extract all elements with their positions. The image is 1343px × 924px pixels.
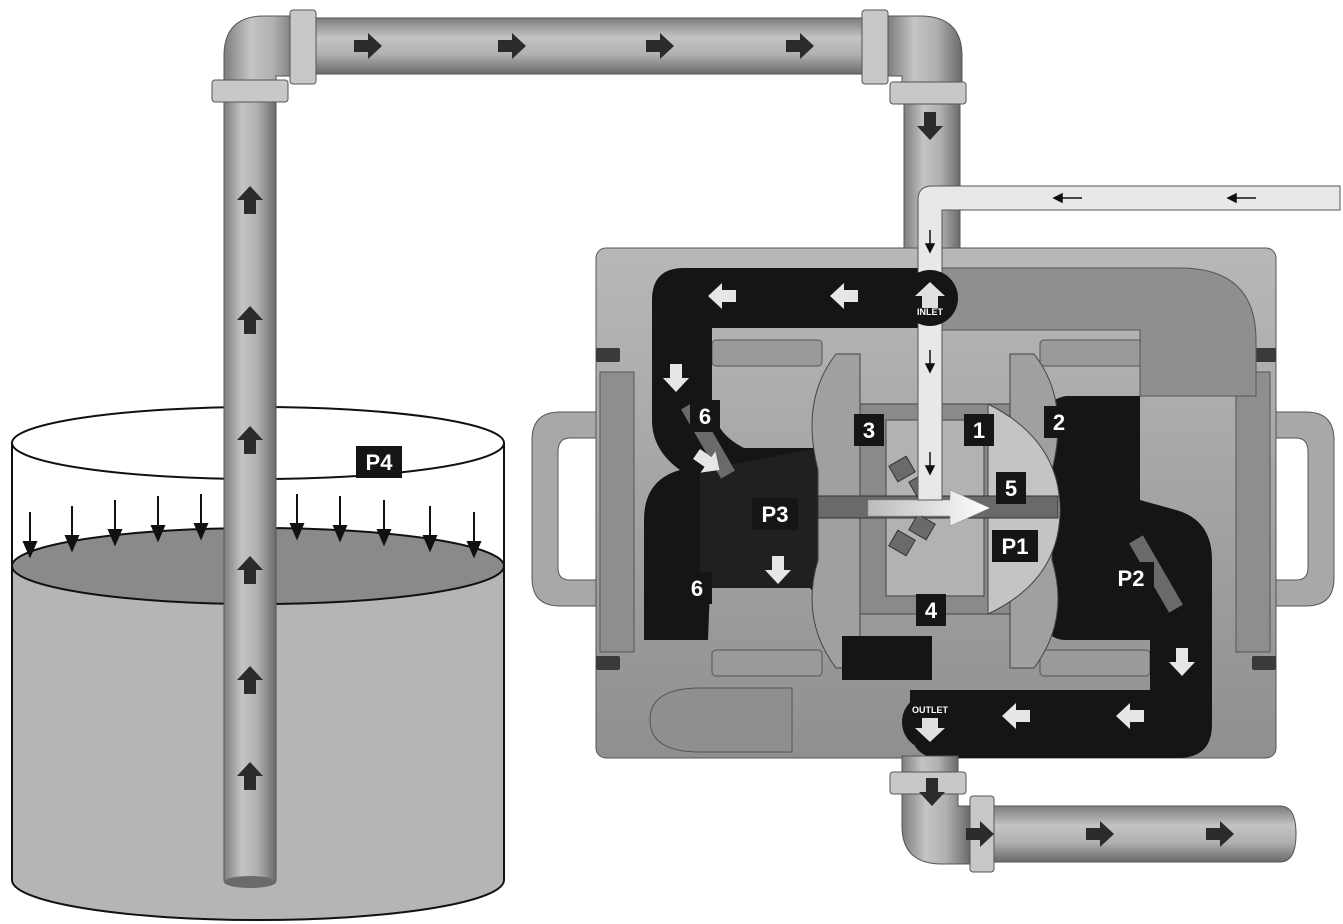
label-p3: P3 bbox=[752, 498, 798, 530]
air-flow-arrows bbox=[924, 192, 1256, 476]
svg-text:2: 2 bbox=[1053, 410, 1065, 435]
label-4: 4 bbox=[916, 594, 946, 626]
svg-text:1: 1 bbox=[973, 418, 985, 443]
label-5: 5 bbox=[996, 472, 1026, 504]
label-1: 1 bbox=[964, 414, 994, 446]
svg-text:P1: P1 bbox=[1002, 534, 1029, 559]
air-supply-line bbox=[917, 185, 1341, 501]
atmospheric-pressure-arrows bbox=[22, 494, 482, 559]
label-6-lower: 6 bbox=[682, 572, 712, 604]
svg-text:6: 6 bbox=[699, 404, 711, 429]
right-manifold bbox=[649, 267, 1257, 753]
suction-pipe bbox=[211, 9, 967, 888]
inlet-port: INLET bbox=[902, 270, 958, 326]
label-badges: 1 2 3 4 5 6 6 P1 bbox=[356, 400, 1154, 626]
label-3: 3 bbox=[854, 414, 884, 446]
right-chamber bbox=[910, 396, 1212, 758]
label-p1: P1 bbox=[992, 530, 1038, 562]
svg-text:5: 5 bbox=[1005, 476, 1017, 501]
svg-text:P2: P2 bbox=[1118, 566, 1145, 591]
label-6-upper: 6 bbox=[690, 400, 720, 432]
svg-text:6: 6 bbox=[691, 576, 703, 601]
outlet-port: OUTLET bbox=[902, 694, 958, 750]
label-p2: P2 bbox=[1108, 562, 1154, 594]
svg-text:P3: P3 bbox=[762, 502, 789, 527]
discharge-pipe bbox=[889, 755, 1297, 873]
outlet-label: OUTLET bbox=[912, 705, 948, 715]
svg-text:4: 4 bbox=[925, 598, 938, 623]
inlet-label: INLET bbox=[917, 307, 944, 317]
svg-text:3: 3 bbox=[863, 418, 875, 443]
svg-text:P4: P4 bbox=[366, 450, 394, 475]
label-p4: P4 bbox=[356, 446, 402, 478]
label-2: 2 bbox=[1044, 406, 1074, 438]
shaft-motion-arrow bbox=[867, 489, 991, 527]
